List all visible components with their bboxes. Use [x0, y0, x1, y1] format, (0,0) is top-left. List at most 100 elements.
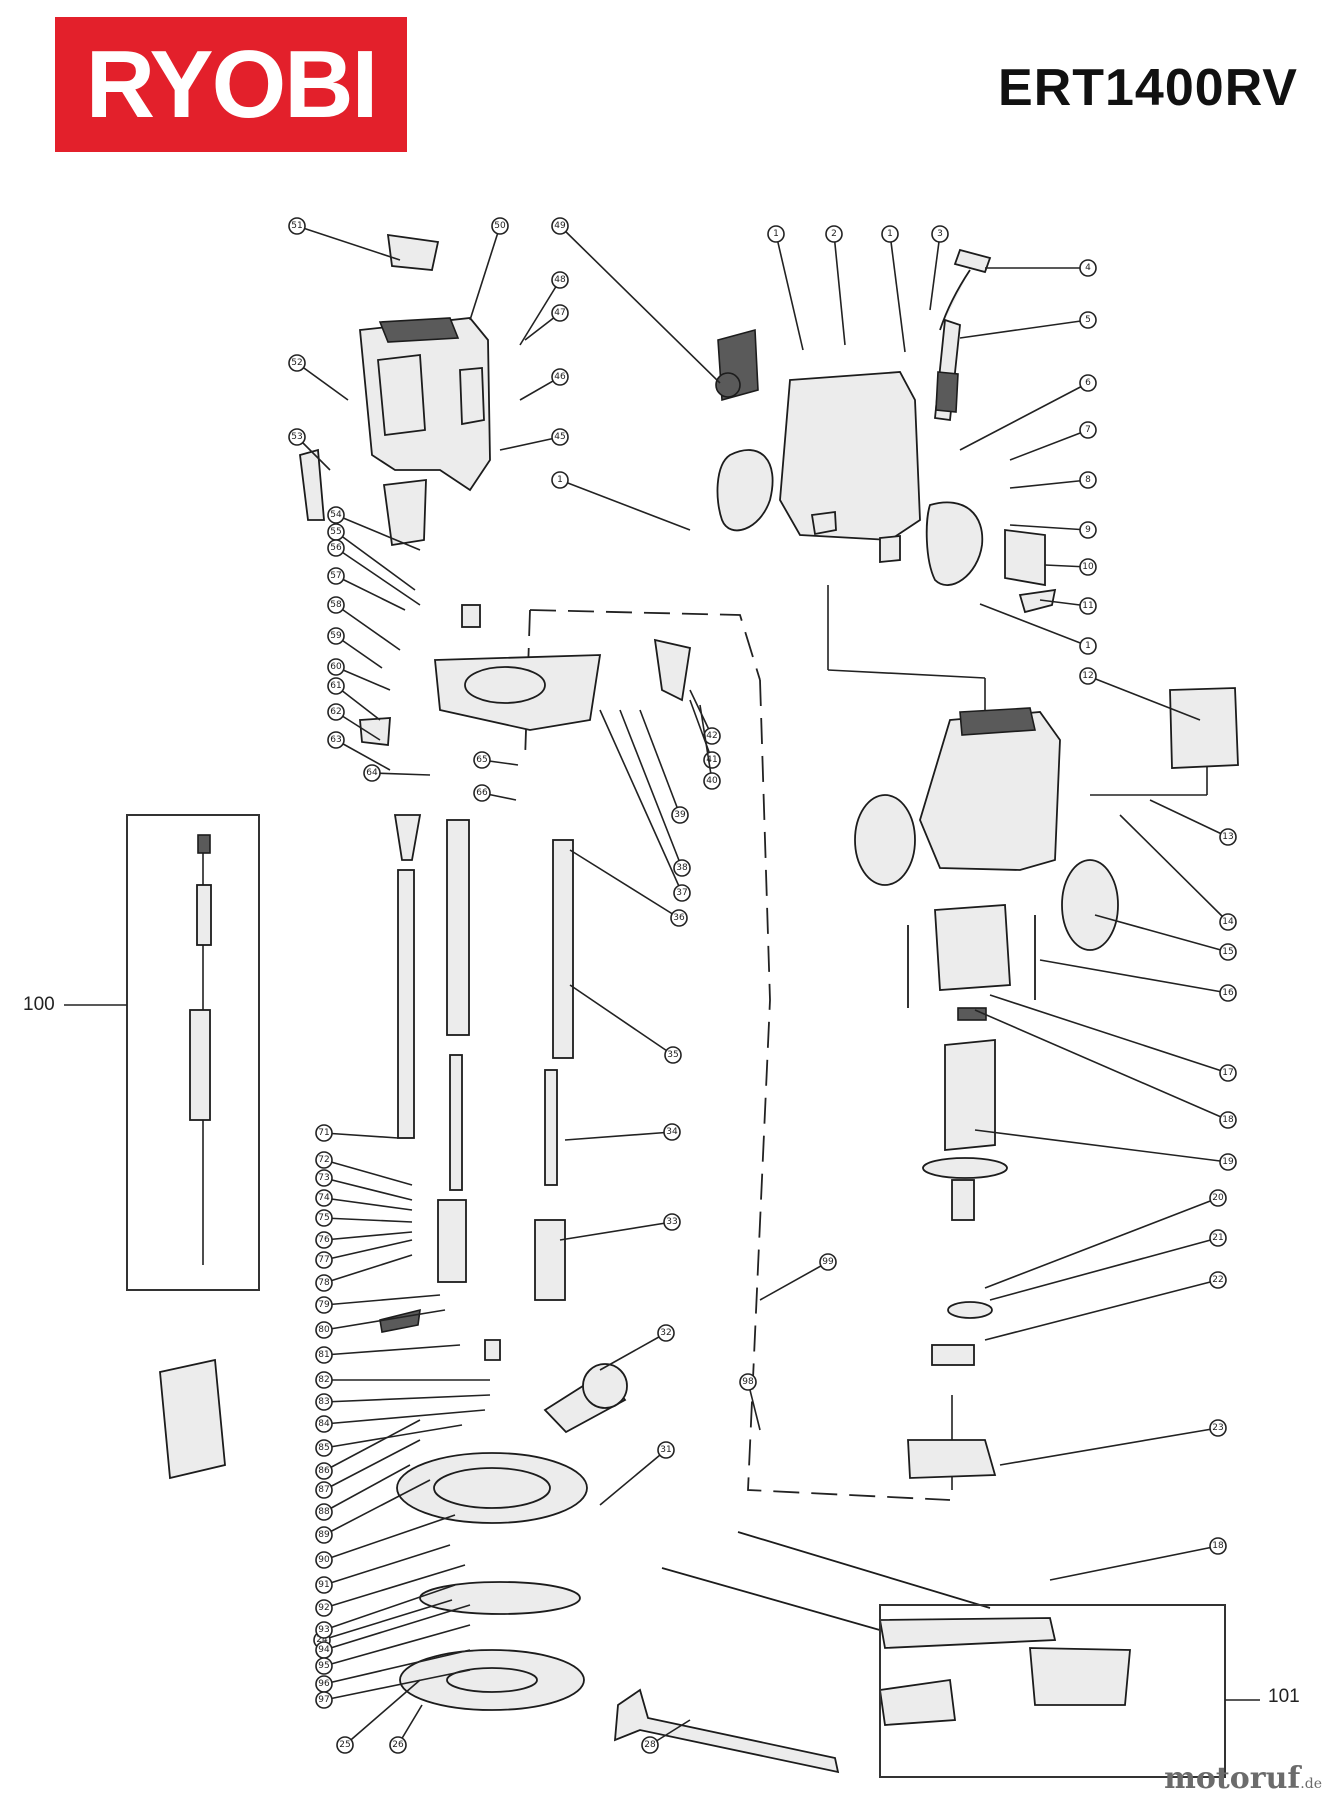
- callout-number: 20: [1212, 1193, 1224, 1203]
- callout-leader-line: [335, 685, 381, 721]
- part-callout-86: 86: [315, 1419, 421, 1480]
- callout-circle: [363, 764, 381, 782]
- callout-leader-line: [1009, 479, 1089, 489]
- part-callout-84: 84: [315, 1409, 486, 1433]
- part-callout-58: 58: [327, 596, 401, 651]
- callout-circle: [315, 1576, 333, 1594]
- part-callout-85: 85: [315, 1424, 463, 1457]
- part-callout-12: 12: [1079, 667, 1201, 721]
- callout-number: 10: [1082, 562, 1094, 572]
- callout-number: 17: [1222, 1068, 1233, 1078]
- callout-circle: [670, 909, 688, 927]
- callout-leader-line: [1087, 675, 1201, 721]
- part-callout-57: 57: [327, 567, 406, 611]
- part-callout-18: 18: [1049, 1537, 1227, 1581]
- callout-leader-line: [889, 233, 906, 353]
- part-callout-31: 31: [599, 1441, 675, 1506]
- callout-number: 2: [831, 229, 837, 239]
- callout-leader-line: [323, 1294, 441, 1306]
- callout-number: 4: [1085, 263, 1091, 273]
- callout-number: 99: [822, 1257, 834, 1267]
- callout-leader-line: [1049, 1545, 1219, 1581]
- callout-circle: [327, 539, 345, 557]
- callout-leader-line: [335, 531, 416, 591]
- callout-number: 22: [1212, 1275, 1223, 1285]
- callout-circle: [315, 1371, 333, 1389]
- part-callout-45: 45: [499, 428, 569, 451]
- callout-circle: [739, 1373, 757, 1391]
- part-callout-8: 8: [1009, 471, 1097, 489]
- callout-circle: [673, 884, 691, 902]
- callout-leader-line: [929, 233, 941, 311]
- part-callout-61: 61: [327, 677, 381, 721]
- callout-circle: [1079, 667, 1097, 685]
- callout-leader-line: [599, 709, 683, 894]
- part-callout-17: 17: [989, 994, 1237, 1082]
- part-callout-10: 10: [1044, 558, 1097, 576]
- part-callout-40: 40: [699, 704, 721, 790]
- callout-circle: [673, 859, 691, 877]
- callout-leader-line: [833, 233, 846, 346]
- model-number: ERT1400RV: [998, 59, 1298, 117]
- callout-number: 53: [291, 432, 302, 442]
- callout-leader-line: [569, 984, 674, 1056]
- part-callout-14: 14: [1119, 814, 1237, 931]
- part-callout-9: 9: [1009, 521, 1097, 539]
- callout-circle: [473, 784, 491, 802]
- callout-number: 31: [660, 1445, 671, 1455]
- part-callout-92: 92: [315, 1564, 466, 1617]
- switch-housing: [715, 248, 1057, 614]
- ryobi-logo-text: RYOBI: [85, 30, 378, 138]
- callout-circle: [315, 1551, 333, 1569]
- part-callout-46: 46: [519, 368, 569, 401]
- callout-circle: [1209, 1419, 1227, 1437]
- part-callout-97: 97: [315, 1669, 471, 1709]
- part-callout-19: 19: [974, 1129, 1237, 1171]
- callout-number: 83: [318, 1397, 329, 1407]
- callout-leader-line: [1149, 799, 1229, 838]
- callout-leader-line: [323, 1649, 471, 1685]
- part-callout-15: 15: [1094, 914, 1237, 961]
- part-callout-20: 20: [984, 1189, 1227, 1289]
- callout-circle: [551, 304, 569, 322]
- callout-number: 15: [1222, 947, 1233, 957]
- callout-leader-line: [323, 1409, 486, 1425]
- callout-number: 21: [1212, 1233, 1223, 1243]
- callout-leader-line: [979, 603, 1089, 647]
- part-callout-53: 53: [288, 428, 331, 471]
- callout-number: 23: [1212, 1423, 1223, 1433]
- callout-circle: [1079, 471, 1097, 489]
- callout-number: 1: [773, 229, 779, 239]
- callout-leader-line: [689, 699, 713, 761]
- callout-leader-line: [323, 1439, 421, 1491]
- part-callout-32: 32: [599, 1324, 675, 1371]
- part-callout-54: 54: [327, 506, 421, 551]
- callout-number: 65: [476, 755, 487, 765]
- callout-circle: [315, 1415, 333, 1433]
- part-callout-75: 75: [315, 1209, 413, 1227]
- callout-number: 13: [1222, 832, 1233, 842]
- part-callout-87: 87: [315, 1439, 421, 1499]
- callout-circle: [1219, 913, 1237, 931]
- callout-leader-line: [323, 1669, 471, 1701]
- callout-number: 48: [554, 275, 566, 285]
- part-callout-23: 23: [999, 1419, 1227, 1466]
- callout-circle: [1209, 1537, 1227, 1555]
- part-callout-2: 2: [825, 225, 846, 346]
- callout-number: 60: [330, 662, 342, 672]
- assembly-dashed-lines: [524, 585, 1208, 1501]
- callout-circle: [1219, 943, 1237, 961]
- part-callout-18: 18: [974, 1009, 1237, 1129]
- callout-leader-line: [335, 575, 406, 611]
- part-callout-28: 28: [641, 1719, 691, 1754]
- callout-circle: [315, 1503, 333, 1521]
- callout-number: 71: [318, 1128, 329, 1138]
- callout-circle: [315, 1439, 333, 1457]
- callout-leader-line: [974, 1009, 1229, 1121]
- part-callout-80: 80: [315, 1309, 446, 1339]
- part-callout-1: 1: [881, 225, 906, 353]
- callout-number: 42: [706, 731, 717, 741]
- callout-leader-line: [323, 1514, 456, 1561]
- part-callout-13: 13: [1149, 799, 1237, 846]
